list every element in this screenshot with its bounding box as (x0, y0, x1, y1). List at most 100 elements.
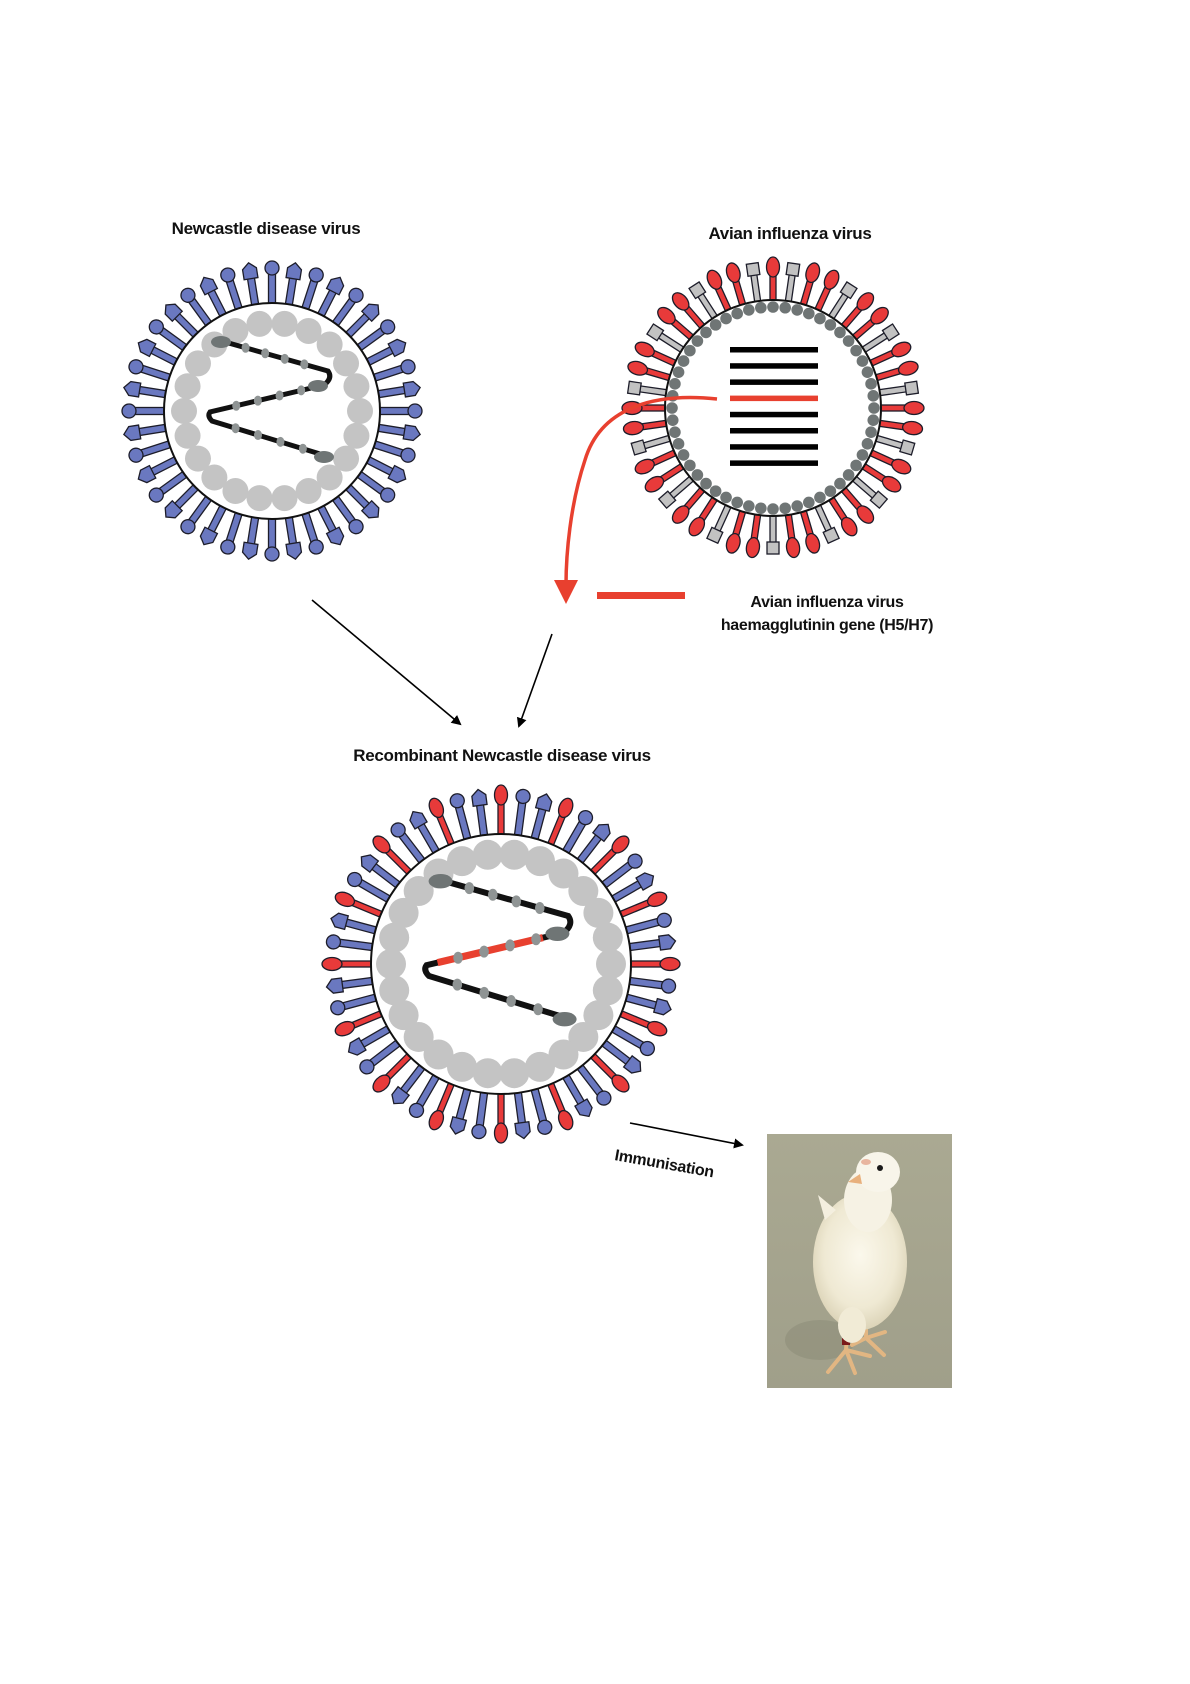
matrix-protein (379, 975, 410, 1006)
ha-spike (627, 360, 673, 382)
matrix-protein (743, 500, 755, 512)
matrix-protein (596, 949, 626, 979)
f-spike (123, 380, 169, 399)
ha-spike (688, 494, 720, 537)
matrix-protein (568, 876, 599, 907)
na-spike (876, 380, 920, 397)
f-spike (622, 992, 672, 1016)
hn-spike (370, 359, 416, 383)
matrix-protein (379, 922, 410, 953)
ha-spike (428, 797, 456, 848)
f-spike (529, 793, 553, 843)
na-spike (859, 323, 900, 355)
matrix-protein (174, 422, 201, 449)
na-spike (745, 261, 762, 305)
viral-envelope (163, 302, 381, 520)
hn-spike (330, 992, 380, 1016)
nucleoprotein-bead (280, 353, 289, 364)
immunisation-arrow (629, 1122, 744, 1149)
matrix-protein (669, 426, 681, 438)
genome-segment (730, 428, 818, 434)
matrix-protein (316, 331, 343, 358)
ha-spike (372, 835, 414, 877)
nucleoprotein-bead (298, 443, 307, 454)
matrix-protein (684, 459, 696, 472)
hn-spike (390, 822, 427, 866)
nucleoprotein-bead (275, 390, 284, 401)
ha-spike (334, 891, 385, 919)
na-spike (826, 281, 858, 322)
hn-spike (300, 267, 324, 313)
na-spike (784, 261, 801, 305)
gene-label-line1: Avian influenza virus (750, 594, 904, 611)
matrix-protein (592, 922, 623, 953)
matrix-protein (333, 445, 360, 472)
hn-spike (449, 793, 473, 843)
ha-spike (588, 835, 630, 877)
matrix-protein (824, 319, 837, 331)
matrix-protein (499, 839, 530, 870)
polymerase-complex (308, 380, 328, 392)
matrix-protein (666, 414, 679, 426)
matrix-protein (865, 378, 877, 390)
recombinant-newcastle-disease-virus (321, 784, 681, 1144)
matrix-protein (583, 897, 614, 928)
immunisation-label: Immunisation (613, 1147, 715, 1181)
ha-spike (839, 485, 875, 524)
nucleoprotein-bead (253, 395, 262, 406)
rna-genome (206, 339, 333, 460)
nucleoprotein-bead (276, 436, 285, 447)
nucleoprotein-bead (505, 939, 515, 952)
nucleoprotein-bead (297, 385, 306, 396)
ha-spike (622, 419, 670, 436)
ha-spike (428, 1080, 456, 1131)
ha-spike (850, 306, 889, 342)
hn-spike (513, 788, 531, 839)
matrix-protein (700, 326, 712, 339)
matrix-protein (677, 449, 690, 461)
hn-spike (220, 267, 244, 313)
matrix-protein (295, 478, 322, 505)
hn-spike (377, 403, 423, 419)
hn-spike (354, 469, 396, 503)
ha-spike (799, 508, 821, 554)
matrix-protein (791, 304, 803, 316)
f-spike (241, 514, 260, 560)
matrix-protein (720, 312, 732, 325)
matrix-protein (295, 317, 322, 344)
nucleoprotein-bead (452, 978, 463, 991)
matrix-protein (403, 876, 434, 907)
viral-envelope (370, 833, 632, 1095)
matrix-protein (548, 1039, 579, 1070)
f-spike (375, 423, 421, 442)
ha-spike (876, 419, 924, 436)
nucleoprotein-bead (479, 945, 489, 958)
matrix-protein (388, 1000, 419, 1031)
nucleoprotein-bead (231, 423, 240, 434)
f-spike (471, 788, 489, 839)
nucleoprotein-bead (300, 359, 309, 370)
genome-segment (730, 460, 818, 466)
f-spike (599, 1038, 642, 1074)
matrix-protein (525, 1051, 556, 1082)
matrix-protein (388, 897, 419, 928)
matrix-protein (343, 422, 370, 449)
matrix-protein (423, 1039, 454, 1070)
ha-spike (799, 262, 821, 308)
matrix-protein (677, 355, 690, 367)
matrix-protein (743, 304, 755, 316)
f-spike (316, 502, 345, 546)
hn-spike (370, 439, 416, 463)
f-spike (316, 276, 345, 320)
hn-spike (626, 976, 677, 994)
ha-spike (493, 1091, 509, 1144)
nucleoprotein-bead (511, 895, 522, 908)
genome-segment (730, 347, 818, 353)
ha-spike (617, 1009, 668, 1037)
polymerase-complex (428, 874, 453, 889)
ha-spike (671, 485, 707, 524)
matrix-protein (246, 310, 273, 337)
hn-spike (408, 1072, 441, 1119)
matrix-protein (184, 350, 211, 377)
hn-spike (128, 439, 174, 463)
